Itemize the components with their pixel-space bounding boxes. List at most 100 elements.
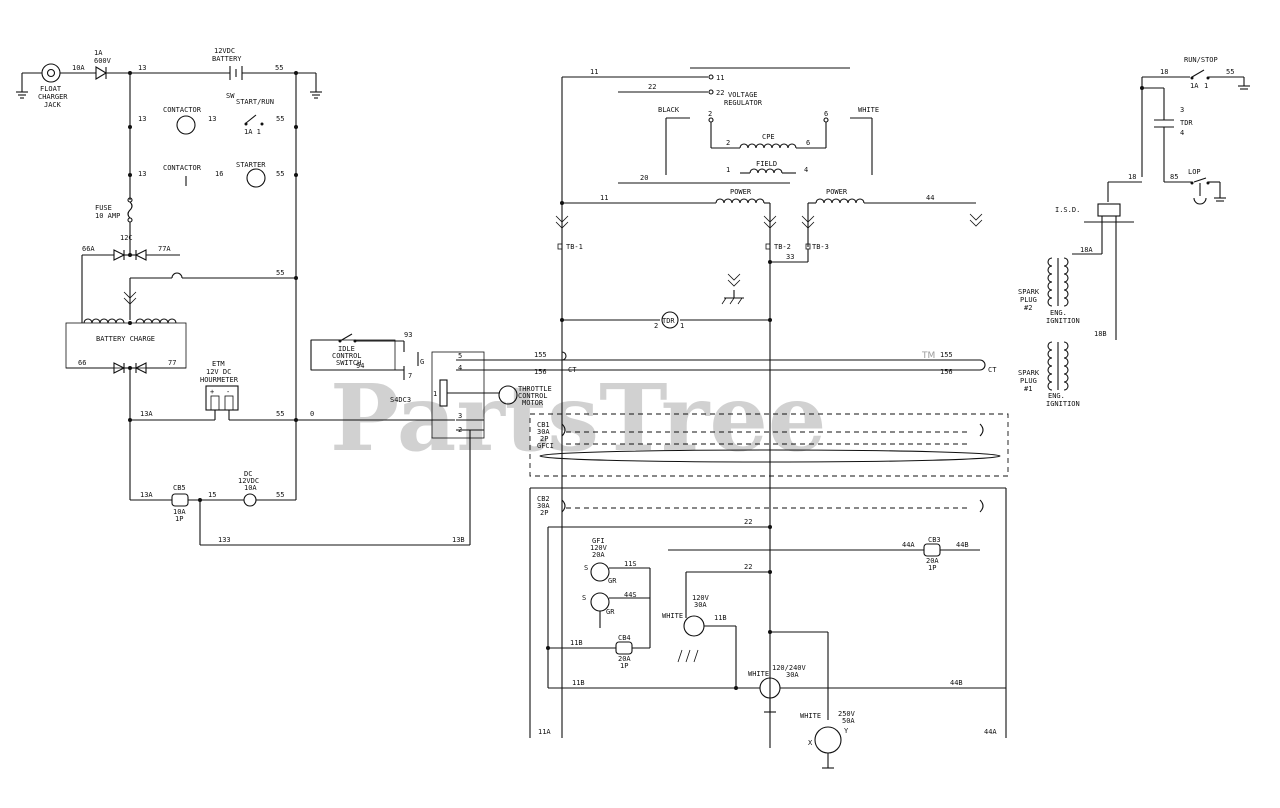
wire-156-b: 156 xyxy=(940,368,953,376)
ct-left-label: CT xyxy=(568,366,577,374)
s4dc3-pin-7: 7 xyxy=(408,372,412,380)
contactor-1-label: CONTACTOR xyxy=(163,106,202,114)
wire-33: 33 xyxy=(786,253,794,261)
power-winding-1-icon xyxy=(715,198,765,204)
wire-44b: 44B xyxy=(956,541,969,549)
hourmeter-plus: + xyxy=(210,388,214,396)
cb4-rating-1: 20A xyxy=(618,655,631,663)
watermark-tm: TM xyxy=(921,351,935,361)
gfci-receptacle-top-icon xyxy=(590,562,610,582)
power-winding-2-icon xyxy=(815,198,865,204)
battery-charge-coil-icon xyxy=(83,318,125,324)
hourmeter-icon xyxy=(205,385,239,411)
wire-11b-3: 11B xyxy=(572,679,585,687)
wire-12c: 12C xyxy=(120,234,133,242)
battery-charge-label: BATTERY CHARGE xyxy=(96,335,155,343)
dc-circuit: FLOAT CHARGER JACK 10A 1A 600V 13 12VDC … xyxy=(16,47,552,546)
starter-label: STARTER xyxy=(236,161,266,169)
tdr-icon xyxy=(661,311,679,329)
ac-circuit: 11 11 22 22 VOLTAGE REGULATOR BLACK 2 6 … xyxy=(484,67,1009,769)
spark-plug-2-label-2: PLUG xyxy=(1020,296,1037,304)
cb3-rating-1: 20A xyxy=(926,557,939,565)
wire-13a-3: 13A xyxy=(140,491,153,499)
field-pin-1: 1 xyxy=(726,166,730,174)
wire-3: 3 xyxy=(1180,106,1184,114)
twistlock-120-label-2: 30A xyxy=(694,601,707,609)
contactor-2-label: CONTACTOR xyxy=(163,164,202,172)
field-pin-4: 4 xyxy=(804,166,808,174)
starter-icon xyxy=(246,168,266,188)
fuse-icon xyxy=(127,201,133,219)
term-22: 22 xyxy=(716,89,724,97)
power-winding-2-label: POWER xyxy=(826,188,848,196)
cb2-rating-1: 30A xyxy=(537,502,550,510)
wire-44b-2: 44B xyxy=(950,679,963,687)
start-run-switch-label-1: SW xyxy=(226,92,235,100)
wire-22-a: 22 xyxy=(648,83,656,91)
tdr-center-label: TDR xyxy=(662,317,675,325)
outlet-pin-x: X xyxy=(808,739,813,747)
run-stop-terminal-1: 1 xyxy=(1204,82,1208,90)
cb4-rating-2: 1P xyxy=(620,662,628,670)
throttle-motor-icon xyxy=(498,385,518,405)
gfci-receptacle-label-3: 20A xyxy=(592,551,605,559)
wire-20: 20 xyxy=(640,174,648,182)
s4dc3-label: S4DC3 xyxy=(390,396,411,404)
cb1-rating-2: 2P xyxy=(540,435,548,443)
wire-55-e: 55 xyxy=(276,410,284,418)
cb1-rating-1: 30A xyxy=(537,428,550,436)
field-coil-icon xyxy=(749,168,783,174)
float-charger-jack-label-3: JACK xyxy=(44,101,62,109)
gfci-receptacle-label-1: GFI xyxy=(592,537,605,545)
diode-icon xyxy=(95,66,108,80)
dc-receptacle-label-2: 12VDC xyxy=(238,477,259,485)
gfci-pin-gr2: GR xyxy=(606,608,615,616)
twistlock-120-label-1: 120V xyxy=(692,594,710,602)
eng-ignition-1-label-2: IGNITION xyxy=(1046,317,1080,325)
diode-rating-1: 1A xyxy=(94,49,103,57)
s4dc3-pin-3: 3 xyxy=(458,412,462,420)
etm-label-2: 12V DC xyxy=(206,368,231,376)
idle-switch-label-2: CONTROL xyxy=(332,352,362,360)
lop-label: LOP xyxy=(1188,168,1201,176)
wire-85: 85 xyxy=(1170,173,1178,181)
tb-1-label: TB-1 xyxy=(566,243,583,251)
cb3-breaker-icon xyxy=(923,543,941,557)
white-label-1: WHITE xyxy=(662,612,683,620)
wire-11b-2: 11B xyxy=(570,639,583,647)
hourmeter-minus: - xyxy=(226,388,230,396)
wire-18b-r: 18B xyxy=(1094,330,1107,338)
gfci-pin-s2: S xyxy=(582,594,586,602)
tb-2-label: TB-2 xyxy=(774,243,791,251)
cb5-rating-1: 10A xyxy=(173,508,186,516)
wire-4: 4 xyxy=(1180,129,1184,137)
voltage-regulator-label-2: REGULATOR xyxy=(724,99,763,107)
spark-plug-1-label-1: SPARK xyxy=(1018,369,1040,377)
run-stop-switch-icon xyxy=(1191,69,1205,78)
wire-55-f: 55 xyxy=(276,491,284,499)
wire-77: 77 xyxy=(168,359,176,367)
cb2-label: CB2 xyxy=(537,495,550,503)
wire-11b-1: 11B xyxy=(714,614,727,622)
gfci-receptacle-label-2: 120V xyxy=(590,544,608,552)
wire-13a-2: 13A xyxy=(140,410,153,418)
gfci-pin-gr: GR xyxy=(608,577,617,585)
twistlock-240-label-2: 30A xyxy=(786,671,799,679)
start-run-switch-icon xyxy=(245,114,257,124)
cb3-rating-2: 1P xyxy=(928,564,936,572)
cb4-label: CB4 xyxy=(618,634,631,642)
cb3-label: CB3 xyxy=(928,536,941,544)
throttle-motor-label-3: MOTOR xyxy=(522,399,544,407)
tb-3-label: TB-3 xyxy=(812,243,829,251)
white-wire-label: WHITE xyxy=(858,106,879,114)
wire-133: 133 xyxy=(218,536,231,544)
wire-55-a: 55 xyxy=(275,64,283,72)
start-run-switch-terminals: 1A 1 xyxy=(244,128,261,136)
wire-77a: 77A xyxy=(158,245,171,253)
engine-circuit: 18 RUN/STOP 1A 1 55 3 TDR 4 85 LOP 18 I.… xyxy=(1018,56,1250,408)
idle-switch-label-1: IDLE xyxy=(338,345,355,353)
power-winding-1-label: POWER xyxy=(730,188,752,196)
idle-switch-label-3: SWITCH xyxy=(336,359,361,367)
wire-11-b: 11 xyxy=(600,194,608,202)
s4dc3-pin-4: 4 xyxy=(458,364,462,372)
